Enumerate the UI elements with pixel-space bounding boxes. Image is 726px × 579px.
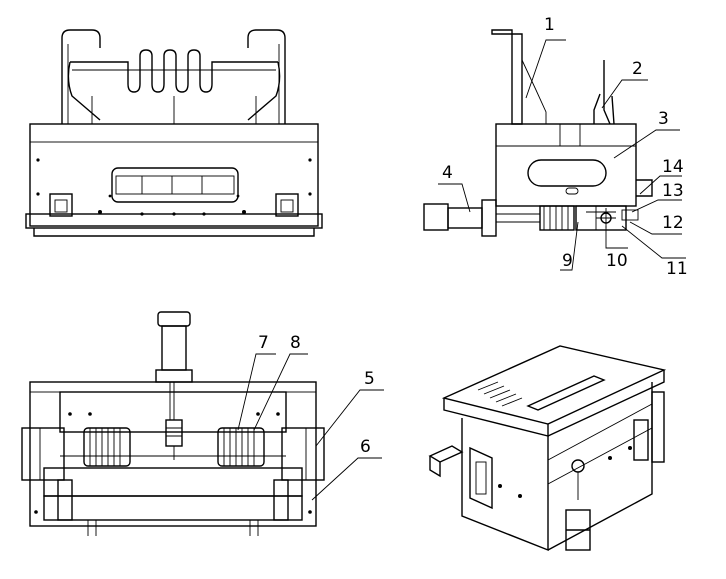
- callout-6: 6: [360, 437, 371, 457]
- top-view: [21, 311, 325, 536]
- isometric-view: [428, 345, 667, 552]
- side-view: [423, 29, 653, 237]
- callout-11: 11: [666, 259, 688, 279]
- callout-10: 10: [606, 251, 628, 271]
- callout-12: 12: [662, 213, 684, 233]
- callout-1: 1: [544, 15, 555, 35]
- callout-leaders: [237, 39, 686, 501]
- callout-13: 13: [662, 181, 684, 201]
- callout-8: 8: [290, 333, 301, 353]
- callout-9: 9: [562, 251, 573, 271]
- callout-3: 3: [658, 109, 669, 129]
- front-view: [25, 29, 323, 237]
- callout-14: 14: [662, 157, 684, 177]
- callout-7: 7: [258, 333, 269, 353]
- callout-2: 2: [632, 59, 643, 79]
- callout-5: 5: [364, 369, 375, 389]
- callout-4: 4: [442, 163, 453, 183]
